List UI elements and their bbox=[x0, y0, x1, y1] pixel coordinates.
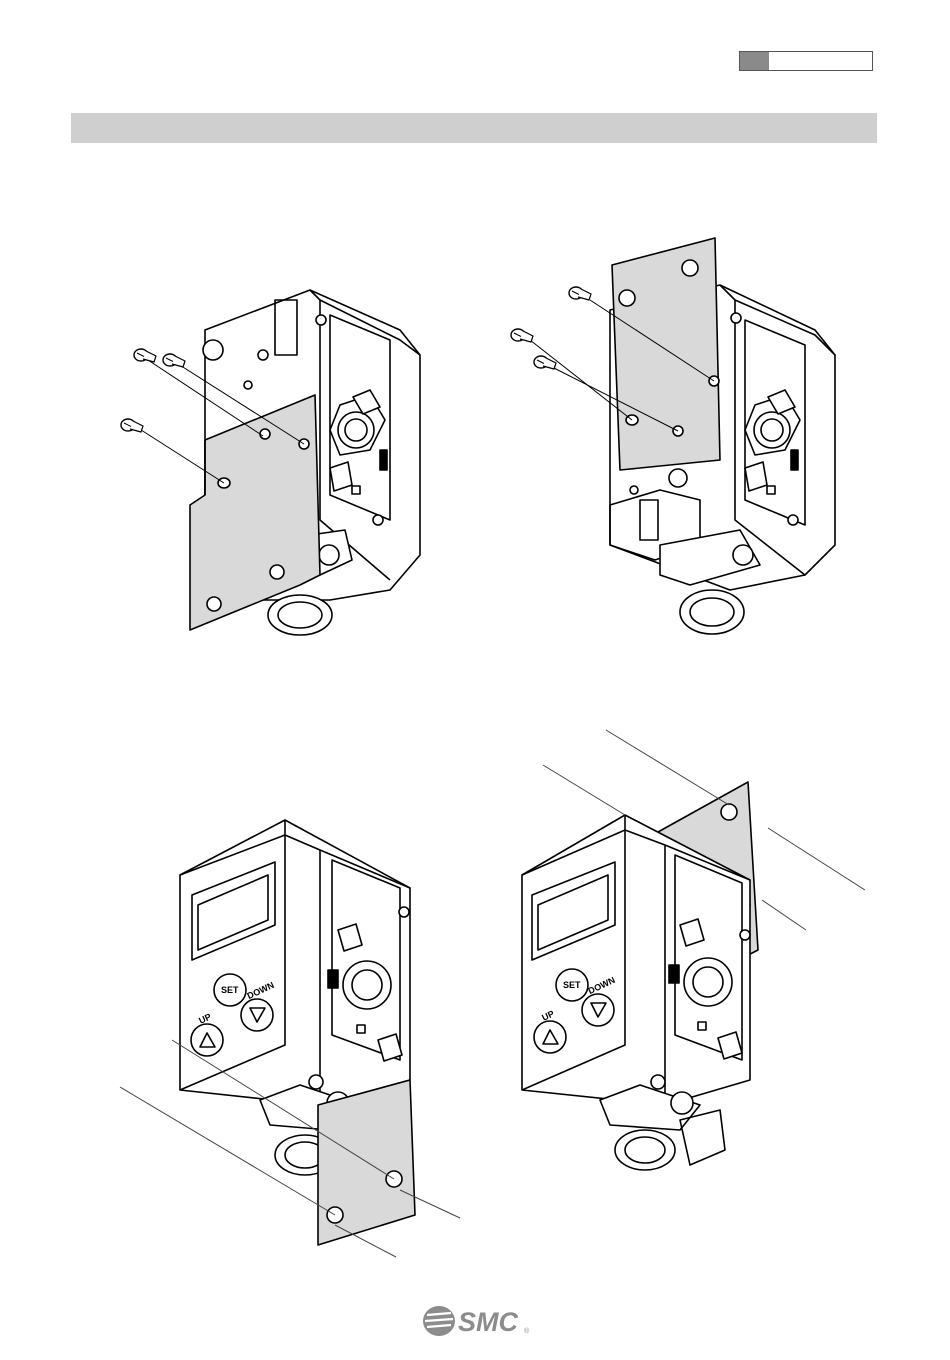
figure-2-rear-mount bbox=[511, 238, 835, 634]
fig4-set-label: SET bbox=[563, 980, 581, 990]
figure-1-rear-mount bbox=[121, 290, 420, 635]
smc-logo: SMC ® bbox=[421, 1303, 531, 1339]
figure-4-front-mount bbox=[522, 730, 865, 1170]
smc-logo-registered: ® bbox=[524, 1327, 530, 1335]
figure-3-front-mount bbox=[120, 820, 460, 1257]
smc-logo-text: SMC bbox=[458, 1307, 519, 1337]
fig3-set-label: SET bbox=[221, 985, 239, 995]
smc-logo-mark bbox=[423, 1306, 455, 1336]
